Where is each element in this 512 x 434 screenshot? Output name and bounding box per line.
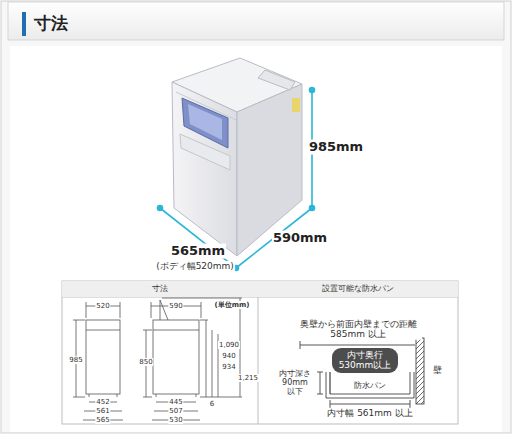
dimension-value: 934 bbox=[221, 363, 236, 371]
pan-note: 奥壁から前面内壁までの距離 585mm 以上 bbox=[294, 319, 422, 340]
dimension-value: 445 bbox=[168, 398, 183, 406]
dimension-note: (ボディ幅520mm) bbox=[155, 261, 235, 271]
dimension-value: 1,090 bbox=[218, 341, 240, 349]
unit-note: (単位mm) bbox=[214, 301, 251, 309]
part-name: 防水パン bbox=[353, 381, 387, 390]
depth-badge: 内寸奥行 530mm以上 bbox=[332, 348, 398, 373]
dimension-value: 940 bbox=[221, 352, 236, 360]
side-view bbox=[143, 298, 242, 420]
dimension-value: 6 bbox=[209, 400, 215, 408]
dimension-value: 985mm bbox=[308, 140, 364, 155]
dimension-value: 1,215 bbox=[237, 374, 259, 382]
pan-note: 内寸深さ 90mm 以下 bbox=[276, 369, 314, 397]
washer-illustration bbox=[172, 58, 302, 256]
node-text: 内寸奥行 530mm以上 bbox=[338, 350, 392, 371]
spec-table bbox=[62, 281, 458, 424]
pan-diagram bbox=[300, 338, 424, 408]
node-text: 寸法 bbox=[152, 284, 168, 293]
dimension-value: 520 bbox=[95, 302, 110, 310]
part-name: 壁 bbox=[432, 365, 443, 375]
dimension-value: 565 bbox=[95, 416, 110, 424]
node-text: 設置可能な防水パン bbox=[322, 284, 394, 293]
dimension-value: 850 bbox=[138, 358, 153, 366]
dimension-value: 452 bbox=[95, 398, 110, 406]
dimension-value: 985 bbox=[68, 356, 83, 364]
pan-note: 内寸幅 561mm 以上 bbox=[326, 408, 413, 418]
dimension-value: 561 bbox=[95, 407, 110, 415]
dimension-value: 565mm bbox=[170, 244, 226, 259]
dimension-value: 590 bbox=[168, 302, 183, 310]
dimension-value: 530 bbox=[168, 416, 183, 424]
heading: 寸法 bbox=[34, 12, 68, 35]
table-header: 設置可能な防水パン bbox=[258, 281, 458, 297]
dimension-value: 590mm bbox=[272, 231, 328, 246]
dimension-value: 507 bbox=[168, 407, 183, 415]
table-header: 寸法 bbox=[62, 281, 258, 297]
